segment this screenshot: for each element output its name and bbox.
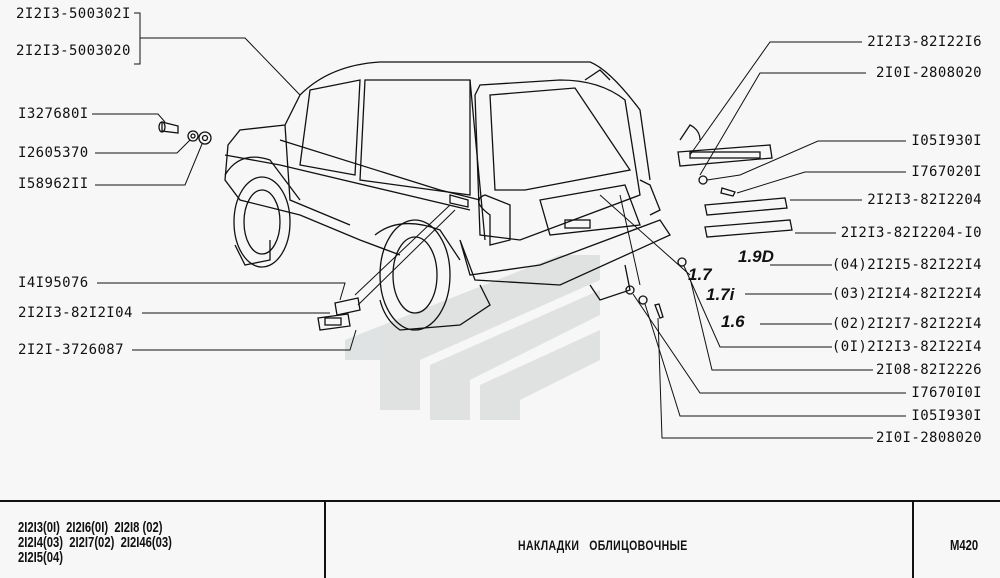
small-parts	[158, 121, 793, 331]
part-label: 2I2I-3726087	[18, 342, 124, 358]
part-label: I05I930I	[911, 133, 982, 149]
title-block-frame	[0, 500, 1000, 578]
badge-1-7i: 1.7i	[706, 285, 736, 304]
part-label: I4I95076	[18, 275, 89, 291]
sheet-title: НАКЛАДКИ ОБЛИЦОВОЧНЫЕ	[518, 537, 688, 553]
model-code: 2I2I3(0I)	[18, 519, 60, 536]
part-label: 2I0I-2808020	[876, 65, 982, 81]
leader-lines	[92, 12, 906, 439]
part-label: I05I930I	[911, 408, 982, 424]
badge-1-7: 1.7	[688, 265, 713, 284]
model-badges: 1.9D 1.7 1.7i 1.6	[688, 247, 774, 331]
part-label: (03)2I2I4-82I22I4	[831, 286, 982, 302]
model-applicability-list: 2I2I3(0I) 2I2I6(0I) 2I2I8 (02) 2I2I4(03)…	[18, 520, 172, 565]
part-label: I2605370	[18, 145, 89, 161]
part-label: 2I0I-2808020	[876, 430, 982, 446]
part-label: 2I2I3-82I2204-I0	[840, 225, 982, 241]
part-label: 2I2I3-82I2I04	[18, 305, 133, 321]
badge-1-6: 1.6	[721, 312, 745, 331]
car-body-outline	[224, 61, 701, 331]
sheet-number: M420	[950, 537, 979, 554]
part-label: (02)2I2I7-82I22I4	[831, 316, 982, 332]
watermark-logo	[345, 255, 600, 420]
badge-1-9d: 1.9D	[738, 247, 774, 266]
part-label: 2I2I3-82I22I6	[867, 34, 982, 50]
part-label: 2I2I3-5003020	[16, 43, 131, 59]
model-code: 2I2I7(02)	[69, 534, 115, 551]
model-code: 2I2I6(0I)	[66, 519, 109, 536]
part-label: I58962II	[18, 176, 89, 192]
model-code: 2I2I46(03)	[120, 534, 172, 551]
part-label: 2I2I3-500302I	[16, 6, 131, 22]
model-code: 2I2I5(04)	[18, 549, 64, 566]
part-label: (04)2I2I5-82I22I4	[831, 257, 982, 273]
model-code: 2I2I8 (02)	[114, 519, 163, 536]
part-label: I327680I	[18, 106, 89, 122]
part-label: I7670I0I	[911, 385, 982, 401]
part-label: (0I)2I2I3-82I22I4	[831, 339, 982, 355]
model-code: 2I2I4(03)	[18, 534, 64, 551]
part-label: 2I2I3-82I2204	[867, 192, 982, 208]
part-label: I767020I	[911, 164, 982, 180]
part-label: 2I08-82I2226	[876, 362, 982, 378]
